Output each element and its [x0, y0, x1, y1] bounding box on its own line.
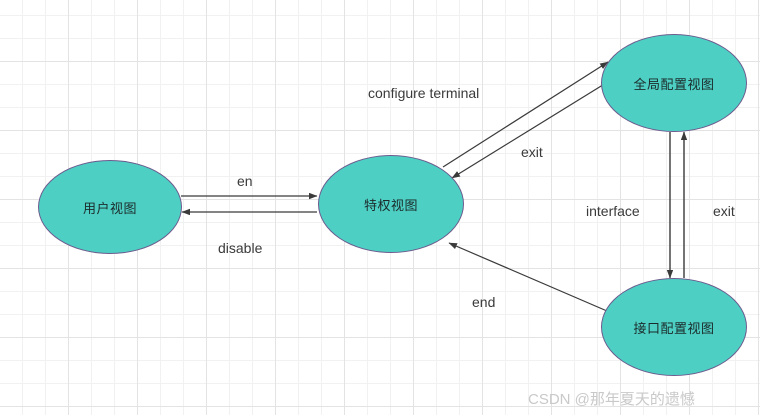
- edge-line-configure-terminal: [442, 61, 609, 168]
- edge-label-disable: disable: [218, 240, 263, 256]
- node-label-privileged-view: 特权视图: [363, 197, 418, 213]
- edge-label-end: end: [472, 294, 496, 310]
- node-label-global-config-view: 全局配置视图: [633, 76, 715, 92]
- edge-label-exit-global: exit: [521, 144, 543, 160]
- edge-label-interface: interface: [586, 203, 640, 219]
- edge-line-exit-global: [451, 74, 620, 179]
- edge-label-configure-terminal: configure terminal: [368, 85, 480, 101]
- node-privileged-view[interactable]: 特权视图: [318, 155, 464, 253]
- edge-label-en: en: [237, 173, 253, 189]
- node-label-interface-config-view: 接口配置视图: [633, 320, 715, 336]
- node-global-config-view[interactable]: 全局配置视图: [601, 34, 747, 132]
- node-interface-config-view[interactable]: 接口配置视图: [601, 278, 747, 376]
- watermark: CSDN @那年夏天的遗憾: [528, 391, 695, 408]
- node-user-view[interactable]: 用户视图: [38, 160, 182, 254]
- edge-line-end: [448, 242, 608, 312]
- edge-label-exit-interface: exit: [713, 203, 735, 219]
- node-label-user-view: 用户视图: [82, 200, 137, 216]
